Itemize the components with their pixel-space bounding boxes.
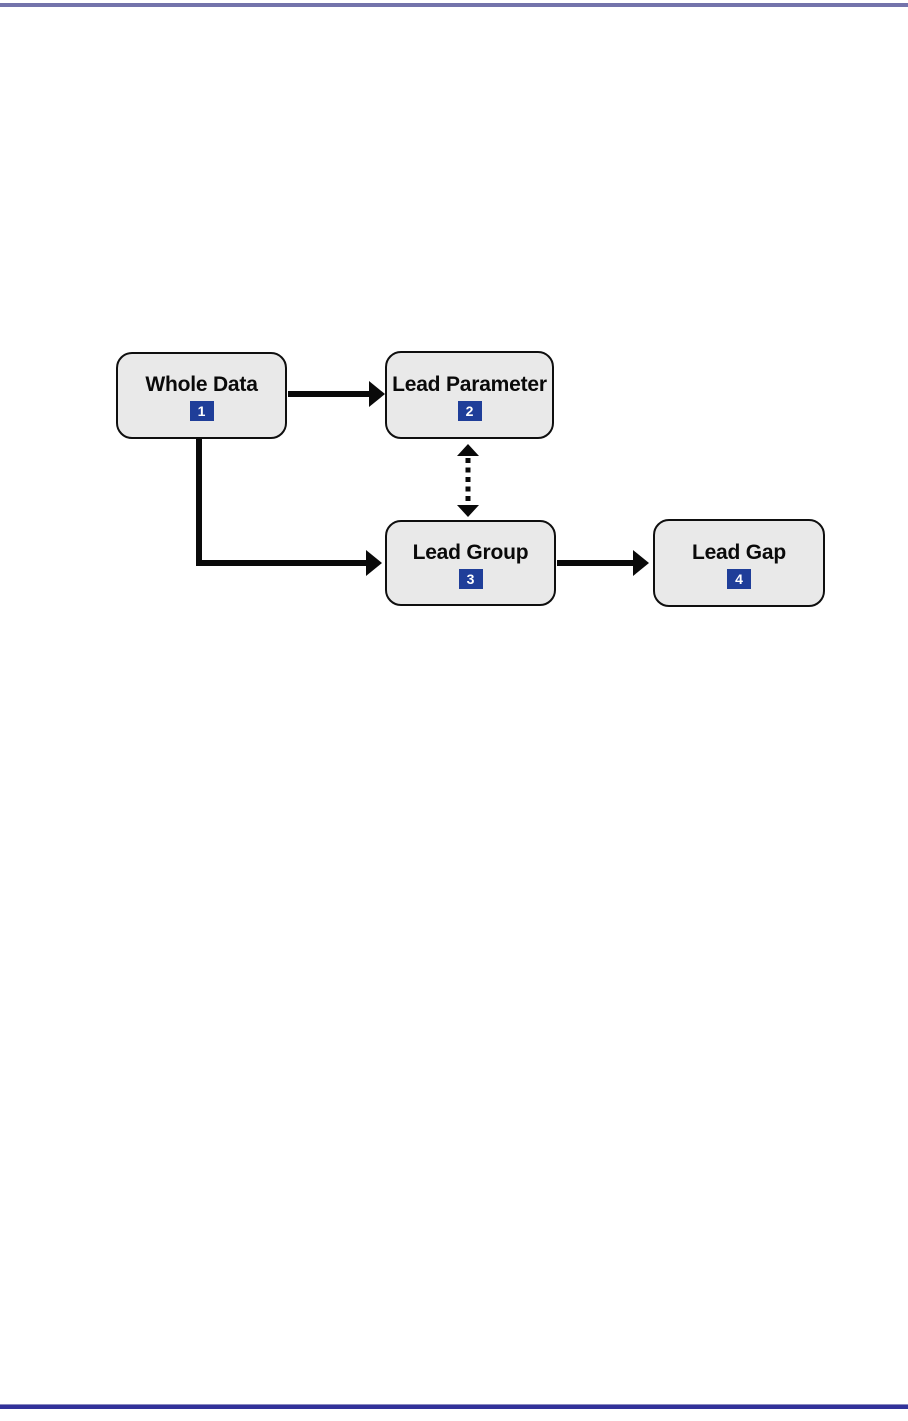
page-top-rule bbox=[0, 3, 908, 7]
node-lead-parameter-step-badge: 2 bbox=[457, 400, 482, 421]
node-lead-parameter-label: Lead Parameter bbox=[392, 372, 547, 396]
page-bottom-rule bbox=[0, 1404, 908, 1409]
arrow-whole-data-to-lead-group bbox=[196, 438, 382, 576]
node-whole-data: Whole Data 1 bbox=[116, 352, 287, 439]
node-lead-parameter: Lead Parameter 2 bbox=[385, 351, 554, 439]
arrow-lead-group-to-lead-gap bbox=[557, 550, 649, 576]
arrow-whole-data-to-lead-parameter bbox=[288, 381, 385, 407]
node-whole-data-step-badge: 1 bbox=[189, 401, 214, 421]
node-lead-group: Lead Group 3 bbox=[385, 520, 556, 606]
node-lead-gap: Lead Gap 4 bbox=[653, 519, 825, 607]
node-lead-gap-label: Lead Gap bbox=[691, 540, 787, 564]
node-lead-group-step-badge: 3 bbox=[458, 568, 483, 589]
arrow-lead-parameter-lead-group-dashed bbox=[457, 444, 479, 517]
node-lead-group-label: Lead Group bbox=[412, 540, 529, 564]
node-lead-gap-step-badge: 4 bbox=[727, 568, 751, 589]
node-whole-data-label: Whole Data bbox=[145, 373, 258, 396]
